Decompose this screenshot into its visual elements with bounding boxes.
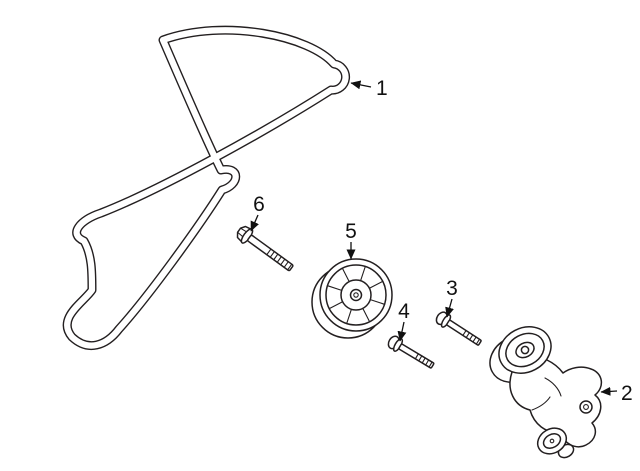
- belt-tensioner-drawing: [489, 326, 603, 459]
- callout-1-label: 1: [376, 77, 388, 100]
- callout-4[interactable]: 4: [397, 300, 410, 342]
- callout-6[interactable]: 6: [250, 193, 265, 232]
- callout-6-arrow: [250, 214, 259, 232]
- bolt-6-drawing: [236, 225, 294, 272]
- idler-pulley-drawing: [311, 258, 393, 339]
- callout-3[interactable]: 3: [445, 277, 458, 318]
- callout-2-label: 2: [621, 382, 633, 405]
- callout-3-label: 3: [446, 277, 458, 300]
- callout-1-arrow: [350, 80, 372, 90]
- callout-2[interactable]: 2: [600, 382, 633, 405]
- callout-4-label: 4: [398, 300, 410, 323]
- drive-belt-drawing: [62, 25, 351, 351]
- bolt-3-drawing: [435, 311, 482, 346]
- idler-pulley-ribs: [326, 265, 386, 325]
- callout-3-arrow: [445, 298, 454, 318]
- callout-4-arrow: [397, 321, 407, 342]
- callout-5-label: 5: [345, 220, 357, 243]
- callout-5[interactable]: 5: [345, 220, 357, 260]
- callout-1[interactable]: 1: [350, 77, 388, 100]
- callout-6-label: 6: [253, 193, 265, 216]
- callout-2-arrow: [600, 386, 618, 396]
- bolt-4-drawing: [387, 335, 435, 369]
